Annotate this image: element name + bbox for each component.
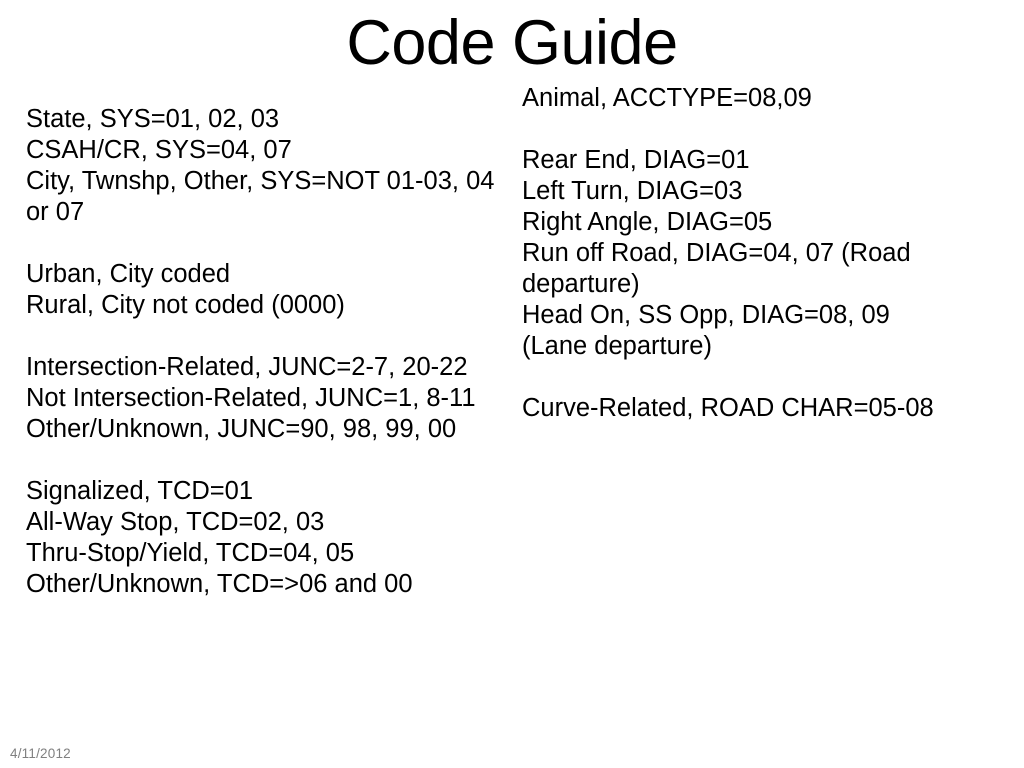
- code-line: Thru-Stop/Yield, TCD=04, 05: [26, 539, 355, 567]
- code-line: Signalized, TCD=01: [26, 477, 254, 505]
- paragraph-urban-rural: Urban, City coded Rural, City not coded …: [26, 259, 498, 321]
- code-line: Rear End, DIAG=01: [522, 146, 750, 174]
- code-line: Other/Unknown, JUNC=90, 98, 99, 00: [26, 415, 457, 443]
- code-line: Run off Road, DIAG=04, 07 (Road departur…: [522, 239, 911, 298]
- code-line: Curve-Related, ROAD CHAR=05-08: [522, 394, 934, 422]
- code-line: All-Way Stop, TCD=02, 03: [26, 508, 325, 536]
- page-title: Code Guide: [346, 8, 678, 78]
- code-line: Other/Unknown, TCD=>06 and 00: [26, 570, 413, 598]
- code-line: Rural, City not coded (0000): [26, 291, 345, 319]
- code-line: CSAH/CR, SYS=04, 07: [26, 136, 292, 164]
- code-line: Right Angle, DIAG=05: [522, 208, 773, 236]
- code-line: Intersection-Related, JUNC=2-7, 20-22: [26, 353, 468, 381]
- code-line: Not Intersection-Related, JUNC=1, 8-11: [26, 384, 476, 412]
- paragraph-junction-codes: Intersection-Related, JUNC=2-7, 20-22 No…: [26, 352, 498, 445]
- code-line: State, SYS=01, 02, 03: [26, 105, 280, 133]
- footer-date: 4/11/2012: [10, 746, 71, 761]
- code-line: Animal, ACCTYPE=08,09: [522, 84, 812, 112]
- code-line: Urban, City coded: [26, 260, 231, 288]
- paragraph-diagram-codes: Rear End, DIAG=01 Left Turn, DIAG=03 Rig…: [522, 145, 954, 362]
- code-line: Head On, SS Opp, DIAG=08, 09 (Lane depar…: [522, 301, 890, 360]
- paragraph-animal-code: Animal, ACCTYPE=08,09: [522, 83, 954, 114]
- paragraph-system-codes: State, SYS=01, 02, 03 CSAH/CR, SYS=04, 0…: [26, 104, 498, 228]
- code-line: City, Twnshp, Other, SYS=NOT 01-03, 04 o…: [26, 167, 495, 226]
- right-content-column: Animal, ACCTYPE=08,09 Rear End, DIAG=01 …: [522, 83, 954, 424]
- code-line: Left Turn, DIAG=03: [522, 177, 743, 205]
- paragraph-traffic-control-codes: Signalized, TCD=01 All-Way Stop, TCD=02,…: [26, 476, 498, 600]
- left-content-column: State, SYS=01, 02, 03 CSAH/CR, SYS=04, 0…: [26, 104, 498, 600]
- paragraph-curve-code: Curve-Related, ROAD CHAR=05-08: [522, 393, 954, 424]
